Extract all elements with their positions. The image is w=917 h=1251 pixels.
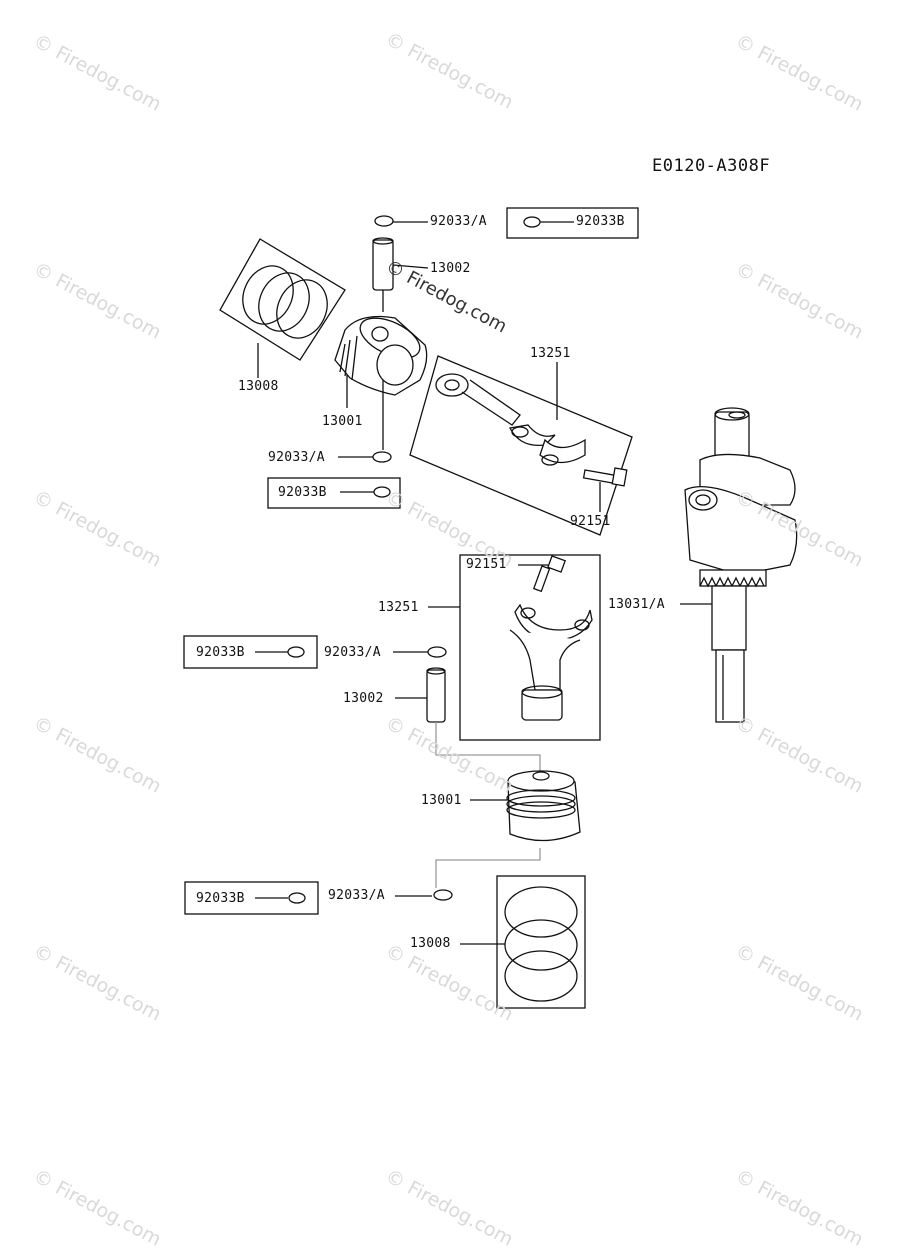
piston-rings-icon bbox=[219, 238, 346, 378]
piston-icon bbox=[334, 315, 428, 408]
part-box bbox=[267, 477, 401, 509]
circlip-icon bbox=[255, 646, 305, 658]
part-label: 92033/A bbox=[430, 214, 487, 229]
crankshaft-icon bbox=[684, 407, 798, 723]
circlip-icon bbox=[393, 646, 447, 658]
circlip-icon bbox=[374, 215, 428, 227]
part-label: 92033/A bbox=[268, 450, 325, 465]
part-label: 13031/A bbox=[608, 597, 665, 612]
part-label: 92033/A bbox=[328, 888, 385, 903]
part-label: 92033/A bbox=[324, 645, 381, 660]
part-label: 13008 bbox=[238, 379, 279, 394]
part-box bbox=[183, 635, 318, 669]
rings-box bbox=[496, 875, 586, 1009]
part-label: 92151 bbox=[466, 557, 507, 572]
leader-line bbox=[435, 722, 541, 772]
part-label: 13008 bbox=[410, 936, 451, 951]
part-label: 13002 bbox=[343, 691, 384, 706]
circlip-icon bbox=[523, 216, 574, 228]
diagram-code: E0120-A308F bbox=[652, 156, 771, 176]
part-label: 92033B bbox=[196, 891, 245, 906]
part-label: 13001 bbox=[421, 793, 462, 808]
part-label: 13251 bbox=[530, 346, 571, 361]
circlip-icon bbox=[255, 892, 306, 904]
parts-diagram bbox=[183, 207, 798, 1009]
piston-pin-icon bbox=[426, 667, 446, 723]
leader-line bbox=[435, 848, 541, 888]
part-label: 92033B bbox=[196, 645, 245, 660]
connecting-rod-icon bbox=[435, 373, 586, 466]
part-label: 92033B bbox=[278, 485, 327, 500]
bolt-icon bbox=[582, 467, 628, 512]
piston-rings-icon bbox=[504, 886, 578, 1002]
connecting-rod-icon bbox=[509, 603, 593, 721]
leader-line bbox=[392, 264, 429, 269]
part-label: 13001 bbox=[322, 414, 363, 429]
circlip-icon bbox=[340, 486, 391, 498]
part-label: 92151 bbox=[570, 514, 611, 529]
circlip-icon bbox=[372, 451, 392, 463]
part-box bbox=[184, 881, 319, 915]
part-label: 92033B bbox=[576, 214, 625, 229]
part-label: 13002 bbox=[430, 261, 471, 276]
part-box bbox=[506, 207, 639, 239]
bolt-icon bbox=[518, 555, 566, 593]
circlip-icon bbox=[395, 889, 453, 901]
part-label: 13251 bbox=[378, 600, 419, 615]
piston-icon bbox=[506, 770, 581, 842]
rod-box bbox=[459, 554, 601, 741]
rod-box bbox=[409, 355, 633, 536]
